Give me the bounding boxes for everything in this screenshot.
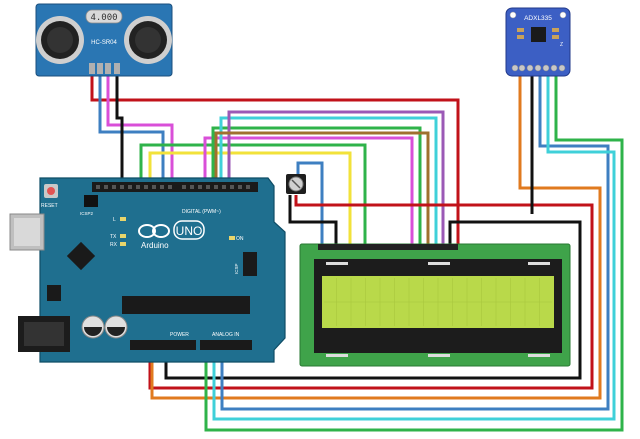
on-label: ON [236, 236, 244, 242]
led-label-rx: RX [110, 242, 118, 248]
atmega-chip [122, 296, 250, 314]
wire-d5-green [211, 126, 422, 246]
lcd-16x2 [299, 243, 571, 367]
arduino-model: UNO [176, 224, 203, 238]
sensor-crystal [85, 9, 123, 24]
sensor-pins [89, 63, 120, 74]
icsp-header: ICSP [234, 252, 257, 276]
wire-adxl-y-cyan [212, 72, 616, 421]
arduino-uno-board: RESET ICSP2 DIGITAL (PWM~) L TX RX [9, 177, 286, 363]
wire-d12-yellow [148, 151, 352, 246]
wire-sr04-gnd-black [115, 72, 124, 188]
icsp-label: ICSP [234, 263, 239, 274]
wire-adxl-x-blue [220, 72, 610, 411]
led-label-tx: TX [110, 234, 117, 240]
wire-sr04-trig-blue [98, 72, 165, 188]
hc-sr04-sensor: 4.000 HC-SR04 [35, 3, 173, 77]
wire-d6-magenta [203, 136, 414, 246]
adxl-name: ADXL335 [524, 15, 552, 22]
icsp2-label: ICSP2 [80, 211, 94, 216]
sensor-name: HC-SR04 [91, 40, 117, 46]
potentiometer [286, 174, 306, 194]
adxl-axis-label: Z [560, 42, 563, 48]
adxl-chip [531, 27, 546, 42]
power-header [130, 340, 196, 350]
icsp2-header [84, 195, 98, 207]
wire-adxl-z-green [204, 72, 624, 432]
digital-label: DIGITAL (PWM~) [182, 209, 221, 215]
wire-lcd-black [164, 220, 582, 380]
lcd-character-grid [324, 278, 552, 326]
wire-sr04-vcc-red [90, 72, 460, 246]
adxl335-sensor: ADXL335 Z [505, 7, 571, 77]
power-label: POWER [170, 332, 189, 338]
led-label-l: L [113, 217, 116, 223]
digital-header-pins [96, 185, 250, 189]
analog-label: ANALOG IN [212, 332, 240, 338]
wire-pot-red [148, 195, 594, 390]
wire-pot-black [288, 195, 338, 246]
sensor-display-value: 4.000 [90, 13, 117, 23]
reset-label: RESET [41, 203, 58, 209]
wire-d13-green [139, 143, 367, 246]
digital-header [92, 182, 258, 192]
regulator [47, 285, 61, 301]
wire-d4-cyan [219, 116, 438, 246]
wire-sr04-echo-magenta [106, 72, 174, 188]
wire-adxl-vcc-orange [150, 72, 602, 400]
analog-header [200, 340, 252, 350]
adxl-pins [511, 64, 566, 72]
arduino-logo [138, 224, 170, 238]
wire-brown [214, 131, 430, 246]
arduino-brand: Arduino [141, 241, 169, 250]
wire-d3-purple [227, 110, 445, 246]
lcd-header-pins [318, 244, 458, 250]
